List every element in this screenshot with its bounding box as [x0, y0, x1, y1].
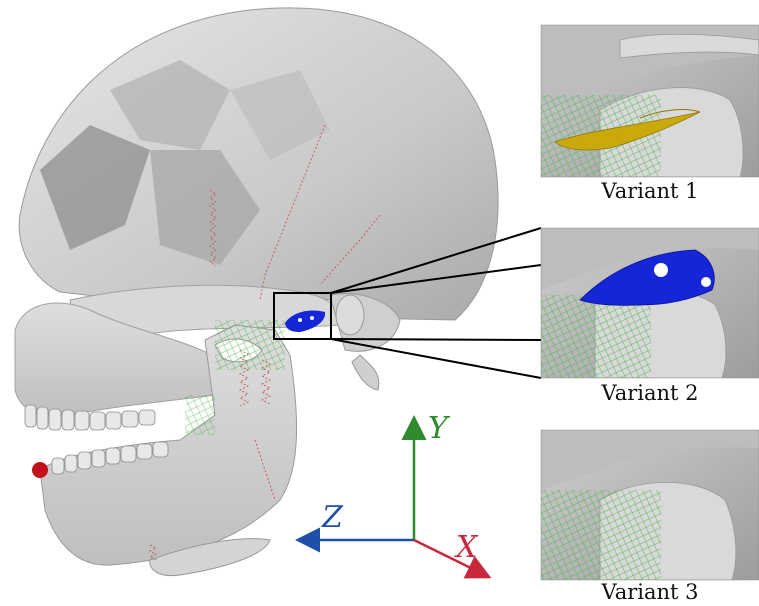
y-axis-label: Y	[428, 411, 451, 446]
disc-node	[310, 316, 314, 320]
disc-node	[298, 318, 302, 322]
zoom-connector	[331, 339, 541, 340]
disc-node	[701, 277, 711, 287]
ligament-mesh	[185, 395, 215, 435]
x-axis-label: X	[454, 530, 479, 565]
variant-3-panel	[541, 430, 759, 580]
skull	[15, 8, 498, 576]
mastoid-process	[352, 355, 379, 390]
variant-1-caption: Variant 1	[560, 179, 740, 203]
incisor-landmark	[32, 462, 48, 478]
disc-node	[654, 263, 668, 277]
variant-3-caption: Variant 3	[560, 580, 740, 604]
variant-2-caption: Variant 2	[560, 381, 740, 405]
variant-1-panel	[541, 25, 759, 177]
z-axis-label: Z	[321, 500, 344, 535]
styloid-process	[336, 295, 364, 335]
variant-2-panel	[541, 228, 759, 378]
